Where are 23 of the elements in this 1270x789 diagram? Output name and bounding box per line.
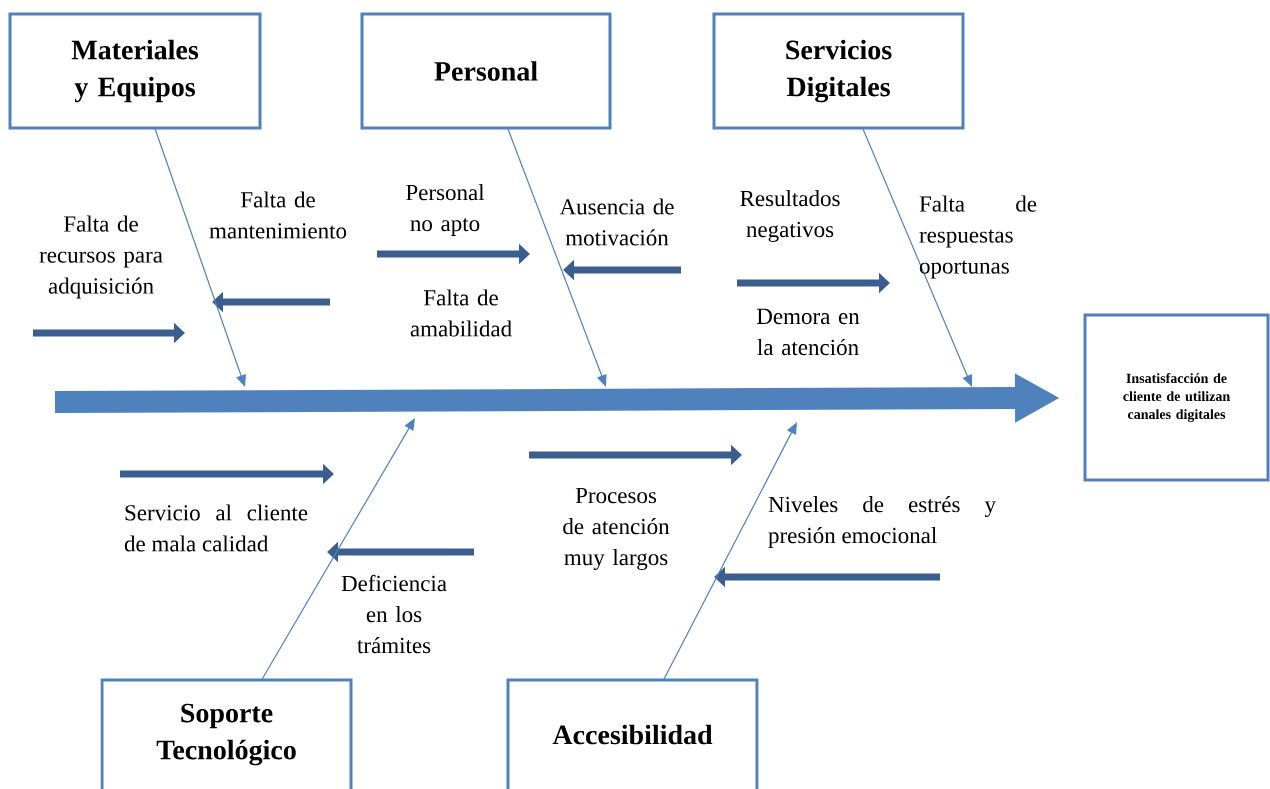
cause-label: Resultados negativos <box>740 190 840 242</box>
cause-label: Personal no apto <box>406 184 485 236</box>
bone-line <box>507 127 607 387</box>
category-box: Servicios Digitales <box>712 12 965 130</box>
cause-label: Procesos de atención muy largos <box>563 487 670 570</box>
category-box: Accesibilidad <box>506 678 759 789</box>
bone-line <box>261 418 415 681</box>
category-box: Soporte Tecnológico <box>100 678 353 789</box>
category-box: Personal <box>360 12 612 130</box>
cause-label: Ausencia de motivación <box>559 198 674 246</box>
cause-label: Falta de recursos para adquisición <box>39 215 163 299</box>
cause-label: Deficiencia en los trámites <box>341 574 447 654</box>
bone-line <box>154 127 246 387</box>
bone-line <box>862 127 973 387</box>
cause-label: Niveles de estrés y presión emocional <box>768 496 996 548</box>
bone-line <box>662 422 797 681</box>
cause-label: Falta de mantenimiento <box>209 191 347 239</box>
category-box: Materiales y Equipos <box>8 12 262 130</box>
cause-label: Servicio al cliente de mala calidad <box>124 504 308 552</box>
cause-label: Falta de respuestas oportunas <box>919 195 1037 279</box>
cause-label: Falta de amabilidad <box>410 289 512 337</box>
effect-box: Insatisfacción de cliente de utilizan canales digitales <box>1083 313 1270 482</box>
cause-label: Demora en la atención <box>756 308 860 356</box>
